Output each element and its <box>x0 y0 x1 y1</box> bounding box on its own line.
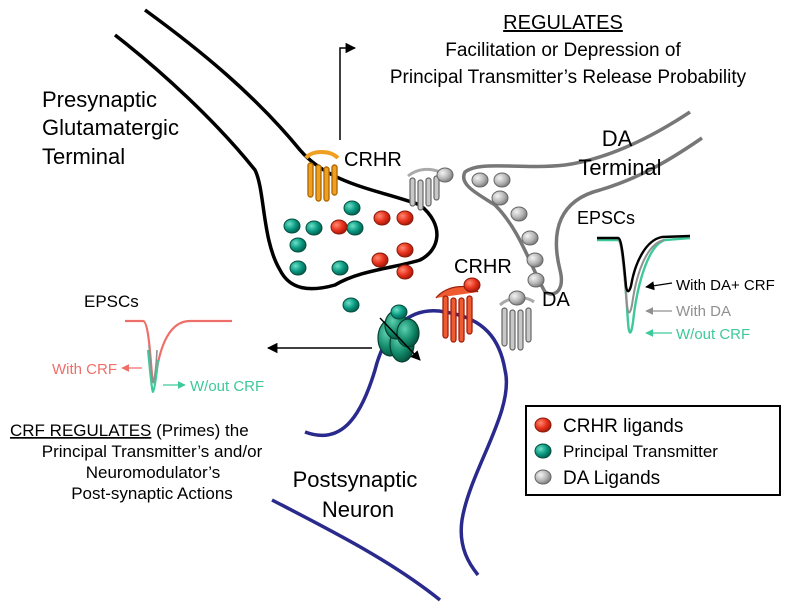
crf-regulates-line0: CRF REGULATES (Primes) the <box>10 421 249 440</box>
legend-swatch-transmitter <box>534 443 552 459</box>
crf-regulates-line3: Post-synaptic Actions <box>71 484 233 503</box>
presynaptic-label-line1: Presynaptic <box>42 87 157 112</box>
postsynaptic-neuron-outline <box>304 309 509 577</box>
presynaptic-label: Presynaptic Glutamatergic Terminal <box>42 87 179 169</box>
legend-swatch-da <box>534 469 552 485</box>
postsynaptic-label-line1: Postsynaptic <box>293 467 418 492</box>
legend-label-da: DA Ligands <box>563 468 660 489</box>
regulates-line2: Principal Transmitter’s Release Probabil… <box>390 67 747 88</box>
legend-box <box>525 405 781 496</box>
da-terminal-label-line1: DA <box>602 126 633 151</box>
legend-label-crhr: CRHR ligands <box>563 416 683 437</box>
legend: CRHR ligands Principal Transmitter DA Li… <box>525 405 781 496</box>
regulates-title: REGULATES <box>503 12 623 34</box>
epsc-left-with-crf: With CRF <box>52 361 117 378</box>
epsc-right-without: W/out CRF <box>676 326 750 343</box>
presynaptic-label-line2: Glutamatergic <box>42 115 179 140</box>
crf-regulates-line1: Principal Transmitter’s and/or <box>42 442 263 461</box>
da-terminal-outline <box>461 110 703 296</box>
crf-regulates-rest: (Primes) the <box>151 421 248 440</box>
epsc-right-with-da-crf: With DA+ CRF <box>676 277 775 294</box>
postsynaptic-dendrite <box>271 498 442 602</box>
presynaptic-da-receptor-icon <box>407 167 441 211</box>
presynaptic-crhr-receptor-icon <box>304 150 340 202</box>
vesicle-particles <box>283 172 545 320</box>
channel-ion-arrow <box>379 317 421 361</box>
epsc-left-traces <box>121 319 232 394</box>
presynaptic-terminal-outline <box>113 8 439 291</box>
regulates-line1: Facilitation or Depression of <box>445 40 681 61</box>
legend-swatch-crhr <box>534 417 552 433</box>
crhr-ligand-bound <box>463 277 481 293</box>
crf-regulates-title: CRF REGULATES <box>10 421 151 440</box>
legend-label-transmitter: Principal Transmitter <box>563 442 718 461</box>
da-ligand-bound-post <box>508 290 526 306</box>
crf-regulates-line2: Neuromodulator’s <box>86 463 221 482</box>
epsc-right-title: EPSCs <box>577 208 635 228</box>
presynaptic-label-line3: Terminal <box>42 144 125 169</box>
epsc-right-with-da: With DA <box>676 303 731 320</box>
regulates-arrow <box>339 42 357 140</box>
crhr-top-label: CRHR <box>344 149 402 171</box>
da-terminal-label-line2: Terminal <box>578 155 661 180</box>
epsc-left-title: EPSCs <box>84 292 139 311</box>
postsynaptic-da-receptor-icon <box>498 296 535 351</box>
postsynaptic-label-line2: Neuron <box>322 497 394 522</box>
da-ligand-bound-top <box>436 167 454 183</box>
epsc-left-without-crf: W/out CRF <box>190 378 264 395</box>
da-label: DA <box>542 289 570 311</box>
crhr-mid-label: CRHR <box>454 256 512 278</box>
epsc-right-traces <box>597 234 691 337</box>
